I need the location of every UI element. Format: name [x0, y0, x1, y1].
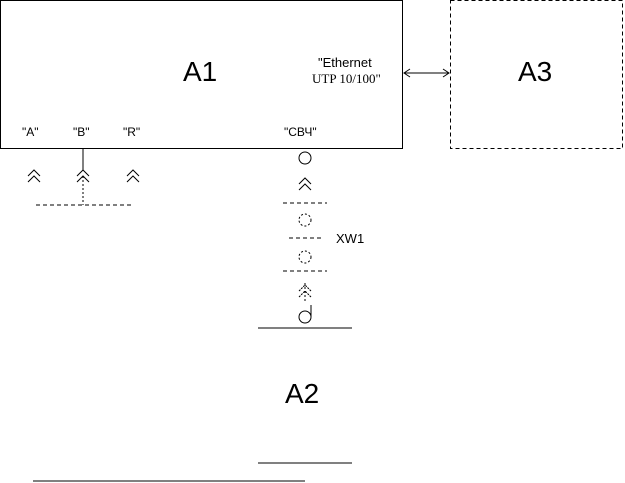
- port-a-connector-icon: [27, 169, 41, 183]
- port-r-label: "R": [123, 125, 141, 139]
- port-b-label: "B": [73, 125, 90, 139]
- ethernet-link-arrow: [403, 68, 450, 78]
- block-a3-frame: [450, 0, 623, 149]
- ethernet-label-line2: UTP 10/100": [312, 71, 381, 86]
- port-r-connector-icon: [126, 169, 140, 183]
- port-b-connector-icon: [76, 149, 90, 205]
- rf-socket-icon: [298, 151, 312, 165]
- port-a-label: "A": [22, 125, 39, 139]
- block-a2-label: A2: [285, 378, 320, 409]
- port-svch-label: "СВЧ": [284, 125, 317, 139]
- block-a1-label: A1: [183, 56, 218, 87]
- ethernet-label-line1: "Ethernet: [318, 55, 372, 70]
- block-a3-label: A3: [518, 56, 553, 87]
- rf-plug-icon: [298, 310, 312, 324]
- connector-xw1-label: XW1: [336, 231, 365, 246]
- rf-coax-chain: [283, 151, 327, 324]
- block-a1-frame: [0, 0, 403, 149]
